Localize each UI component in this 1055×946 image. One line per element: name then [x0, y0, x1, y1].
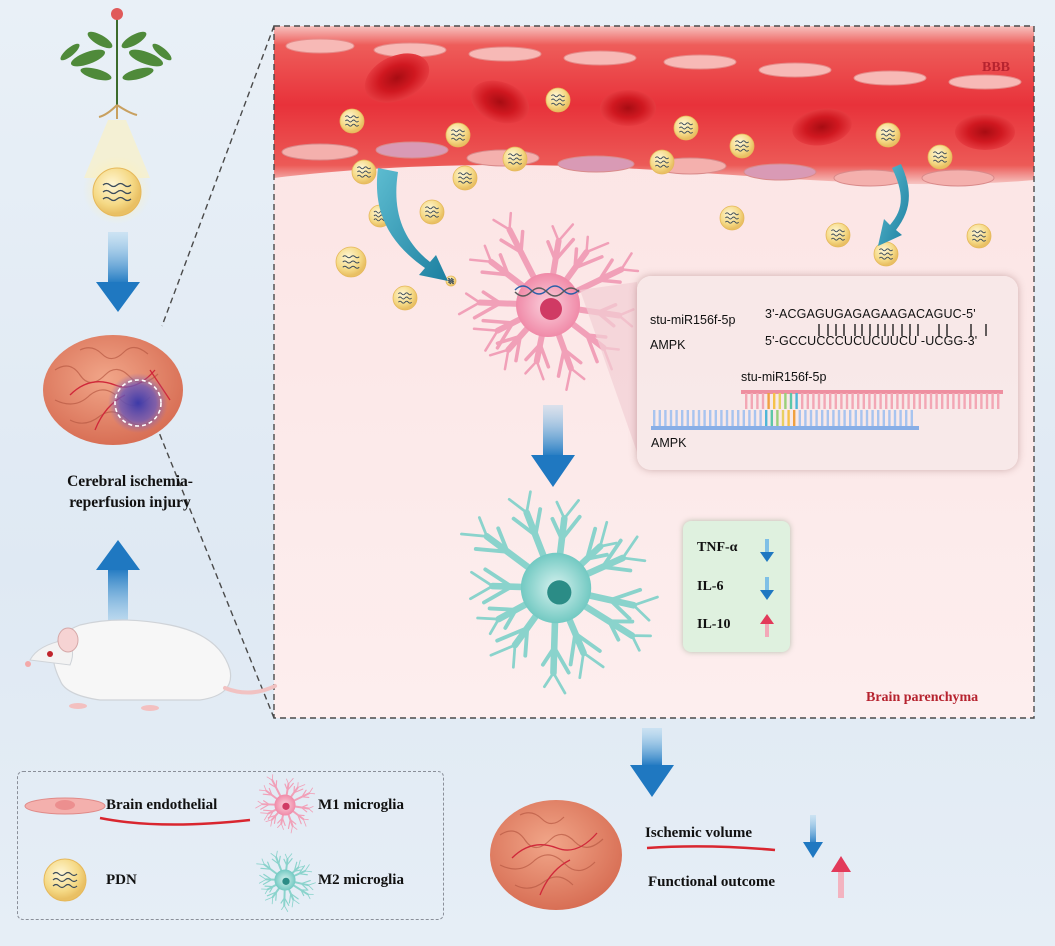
sequence-panel: stu-miR156f-5p 3'-ACGAGUGAGAGAAGACAGUC-5… — [637, 276, 1018, 470]
legend-m2-label: M2 microglia — [318, 872, 404, 888]
recovered-brain — [490, 800, 622, 910]
ischemic-volume-down-arrow — [803, 815, 823, 858]
arrow-rat-to-injury — [96, 540, 140, 630]
pdn-particle — [445, 275, 457, 287]
pdn-particles — [335, 87, 992, 311]
base-pair-lines — [651, 324, 1003, 430]
pdn-particle — [649, 149, 675, 175]
pdn-particle — [873, 241, 899, 267]
legend-endothelial-label: Brain endothelial — [106, 797, 218, 813]
pdn-particle — [339, 108, 365, 134]
ischemic-volume-underline — [646, 845, 776, 852]
pdn-particle — [419, 199, 445, 225]
pdn-particle — [452, 165, 478, 191]
cytokine-arrows — [760, 539, 774, 637]
zoom-panel-border — [273, 25, 1035, 719]
arrow-pdn-to-injury — [96, 232, 140, 312]
curved-arrow-left — [376, 168, 448, 281]
duplex-target-label: AMPK — [651, 436, 687, 450]
mirna-sequence: 3'-ACGAGUGAGAGAAGACAGUC-5' — [765, 307, 976, 321]
mirna-binding-icon — [514, 285, 580, 297]
arrow-to-outcome — [630, 728, 674, 797]
rat-icon — [25, 619, 277, 711]
target-name: AMPK — [650, 338, 686, 352]
pdn-particle — [351, 159, 377, 185]
red-blood-cells — [364, 53, 1015, 150]
pdn-particle — [545, 87, 571, 113]
pdn-particle — [673, 115, 699, 141]
functional-outcome-label: Functional outcome — [648, 874, 776, 890]
injured-brain — [43, 335, 183, 445]
ischemic-volume-label: Ischemic volume — [645, 825, 753, 841]
arrow-m1-to-m2 — [531, 405, 575, 487]
legend-pdn-label: PDN — [106, 872, 137, 888]
pdn-particle — [502, 146, 528, 172]
pdn-particle — [335, 246, 367, 278]
cytokine-label: TNF-α — [697, 540, 738, 555]
legend-endothelial-underline — [99, 816, 251, 826]
pdn-particle — [966, 223, 992, 249]
pdn-particle — [719, 205, 745, 231]
duplex-mirna-label: stu-miR156f-5p — [741, 370, 827, 384]
duplex-diagram — [651, 390, 1003, 430]
legend-pdn-icon — [43, 858, 87, 902]
pdn-particle — [825, 222, 851, 248]
tnf-down-arrow — [760, 539, 774, 562]
legend-endothelial-icon — [24, 797, 106, 815]
cytokine-panel: TNF-α IL-6 IL-10 — [683, 521, 790, 652]
m2-microglia — [460, 490, 659, 695]
zoom-wedge — [580, 282, 637, 452]
pdn-particle — [927, 144, 953, 170]
functional-outcome-up-arrow — [831, 856, 851, 898]
pdn-wave-icon — [102, 182, 132, 202]
mirna-name: stu-miR156f-5p — [650, 313, 736, 327]
plant-icon — [60, 8, 172, 119]
cytokine-label: IL-10 — [697, 617, 731, 632]
pdn-particle — [445, 122, 471, 148]
legend-m1-label: M1 microglia — [318, 797, 404, 813]
zoom-line-bottom — [151, 414, 275, 719]
il10-up-arrow — [760, 614, 774, 637]
injury-label: Cerebral ischemia-reperfusion injury — [67, 473, 193, 511]
pdn-particle — [392, 285, 418, 311]
cytokine-label: IL-6 — [697, 579, 724, 594]
m1-microglia — [457, 211, 640, 392]
brain-parenchyma-label: Brain parenchyma — [866, 690, 979, 705]
pdn-particle — [875, 122, 901, 148]
zoom-line-top — [161, 25, 275, 327]
legend: Brain endothelial M1 microglia PDN M2 mi… — [17, 771, 444, 920]
endothelial-layer-top — [285, 38, 1022, 90]
il6-down-arrow — [760, 577, 774, 600]
pdn-particle — [729, 133, 755, 159]
bbb-label: BBB — [982, 60, 1011, 75]
curved-arrow-right — [878, 164, 909, 246]
target-sequence: 5'-GCCUCCCUCUCUUCU -UCGG-3' — [765, 334, 978, 348]
legend-m1-icon — [255, 774, 316, 834]
legend-m2-icon — [256, 850, 316, 912]
